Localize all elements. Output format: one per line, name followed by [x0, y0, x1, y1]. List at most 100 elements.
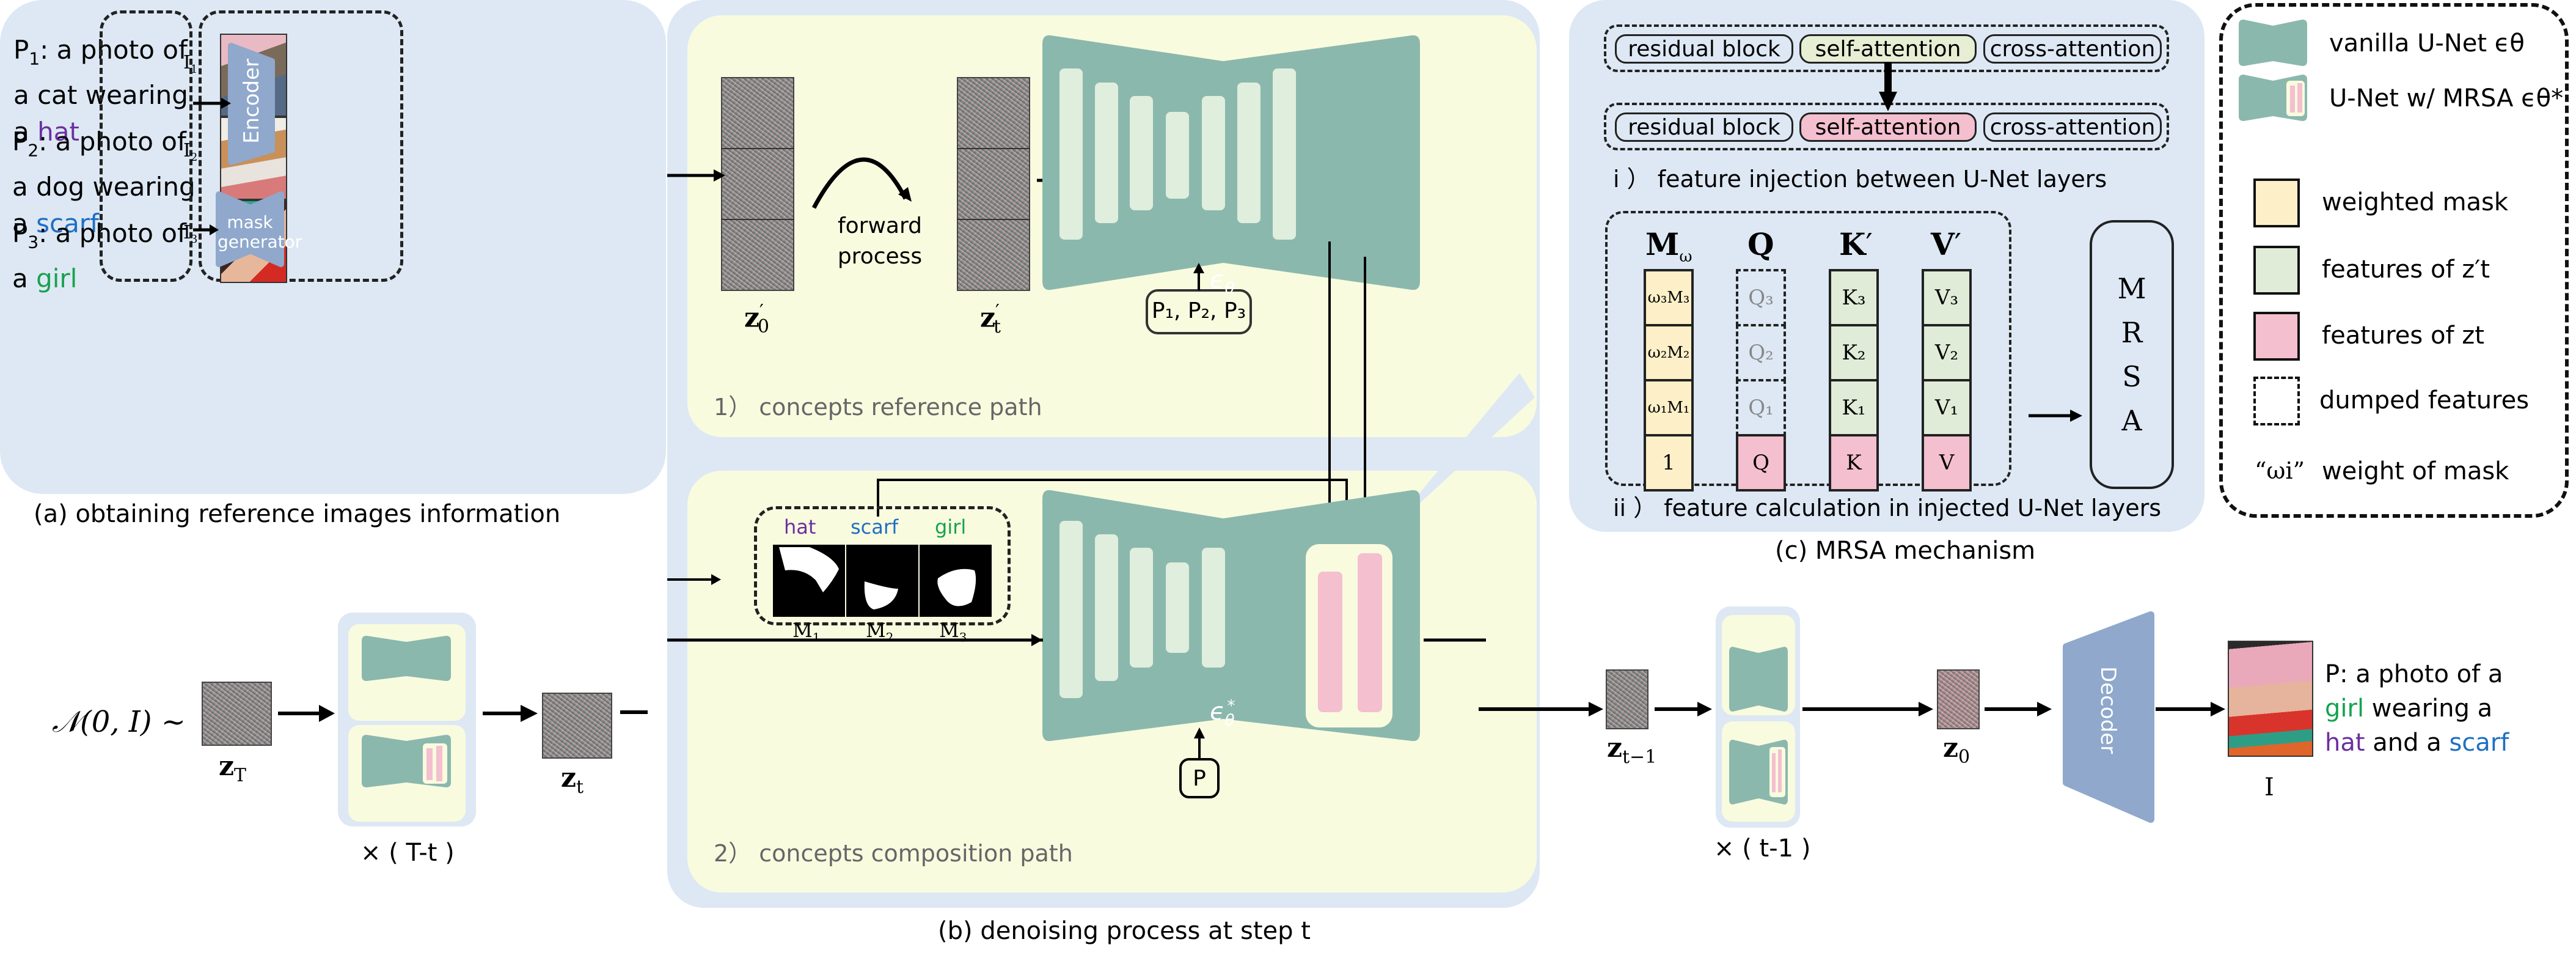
latent-divider: [721, 219, 794, 220]
arrowhead-icon: [319, 705, 335, 722]
legend-swatch-weighted-mask: [2253, 179, 2300, 227]
image-label-i1: I1: [183, 52, 198, 76]
column-header-v: V′: [1931, 226, 1962, 262]
caption-b: (b) denoising process at step t: [938, 917, 1311, 945]
latent-zT: [202, 682, 272, 746]
output-prompt: P: a photo of a girl wearing a hat and a…: [2325, 660, 2509, 757]
mini-unet-icon: [1729, 647, 1788, 712]
output-image: [2228, 641, 2313, 757]
legend-label-vanilla-unet: vanilla U-Net ϵθ: [2329, 29, 2525, 57]
cell-v1: V₁: [1922, 379, 1972, 436]
mrsa-box: M R S A: [2090, 220, 2174, 489]
mrsa-letter: M: [2117, 272, 2146, 305]
calculation-title: ii ） feature calculation in injected U-N…: [1613, 495, 2162, 521]
prompts-box-text: P₁, P₂, P₃: [1151, 298, 1246, 323]
caption-a: (a) obtaining reference images informati…: [34, 500, 561, 528]
arrowhead-icon: [2037, 702, 2052, 716]
encoder-label: Encoder: [240, 58, 264, 144]
label-z0-prime: z′0: [744, 301, 769, 338]
feature-calculation-group: [1605, 211, 2011, 486]
cell-w3m3: ω₃M₃: [1644, 269, 1694, 326]
cell-k2: K₂: [1829, 324, 1879, 381]
cell-v2: V₂: [1922, 324, 1972, 381]
unet-composition-label: ϵθ*: [1210, 697, 1235, 730]
mask-concept-girl: girl: [935, 515, 967, 539]
prompt-p3: P3: a photo of a girl: [12, 218, 186, 294]
encoder-shape: [228, 43, 275, 165]
self-attention-bottom: self-attention: [1799, 112, 1977, 142]
arrowhead-icon: [1194, 727, 1205, 738]
legend-label-omega: weight of mask: [2322, 457, 2509, 485]
bottom-flow-shapes: [278, 611, 2225, 823]
cell-v: V: [1922, 434, 1972, 492]
reference-path-title: 1） concepts reference path: [714, 394, 1042, 421]
decoder-shape: [2063, 611, 2154, 823]
unet-block: [1130, 548, 1153, 668]
mrsa-letter: A: [2121, 404, 2142, 437]
arrowhead-icon: [521, 705, 538, 722]
forward-process-arrow: [811, 157, 908, 209]
label-zt: zt: [561, 762, 584, 798]
legend-swatch-zt-prime: [2253, 246, 2300, 295]
legend-label-dumped: dumped features: [2319, 386, 2530, 414]
unet-block: [1237, 83, 1261, 223]
label-z0: z0: [1943, 732, 1970, 768]
repeat-label-2: × ( t-1 ): [1714, 834, 1811, 863]
unet-block: [1202, 96, 1225, 210]
mask-concept-hat: hat: [784, 515, 816, 539]
panel-b-shapes: [667, 35, 1535, 798]
concept-scarf: scarf: [36, 208, 99, 239]
legend-unet-icon: [2239, 20, 2307, 66]
cross-attention-bottom: cross-attention: [1983, 112, 2162, 142]
cross-attention-top: cross-attention: [1983, 34, 2162, 64]
unet-block: [1095, 534, 1118, 681]
output-concept-hat: hat: [2325, 729, 2365, 757]
legend-label-zt-prime: features of z′t: [2322, 256, 2490, 284]
unet-block: [1202, 548, 1225, 668]
unet-block: [1059, 521, 1083, 698]
output-concept-girl: girl: [2325, 694, 2365, 723]
latent-zt-minus-1: [1606, 669, 1648, 729]
composition-path-title: 2） concepts composition path: [714, 840, 1073, 867]
legend-label-weighted-mask: weighted mask: [2322, 188, 2509, 216]
label-zt-prime: z′t: [980, 301, 1001, 338]
latent-divider: [957, 219, 1030, 220]
unet-block: [1059, 68, 1083, 240]
prompt-p2-block: P2: a photo of a dog wearing a scarf: [12, 127, 196, 239]
unet-composition-blocks: [1059, 521, 1225, 698]
reference-images-dashed-box: [199, 10, 403, 282]
cell-k1: K₁: [1829, 379, 1879, 436]
label-zT: zT: [219, 751, 247, 786]
forward-process-label: forward process: [837, 213, 923, 269]
unet-block: [1166, 112, 1189, 199]
arrowhead-icon: [1031, 634, 1042, 646]
arrowhead-icon: [1193, 263, 1204, 273]
latent-z0-prime: [721, 77, 794, 291]
label-zt-minus-1: zt−1: [1607, 732, 1657, 768]
arrowhead-icon: [711, 574, 721, 585]
legend-label-zt: features of zt: [2322, 322, 2484, 350]
mask-label-m2: M2: [866, 619, 894, 645]
mrsa-letter: S: [2122, 360, 2142, 393]
column-header-k: K′: [1839, 226, 1873, 262]
reference-images-group: [100, 10, 192, 282]
latent-z0: [1937, 669, 1980, 729]
injection-arrow: [1879, 62, 1897, 111]
cell-q1: Q₁: [1736, 379, 1786, 436]
unet-reference-blocks: [1059, 68, 1296, 240]
cell-k3: K₃: [1829, 269, 1879, 326]
legend-swatch-zt: [2253, 312, 2300, 361]
output-label: I: [2264, 773, 2274, 801]
legend-label-unet-mrsa: U-Net w/ MRSA ϵθ*: [2329, 84, 2564, 112]
injection-title: i ） feature injection between U-Net laye…: [1613, 166, 2107, 193]
arrowhead-icon: [210, 224, 219, 235]
cell-q3: Q₃: [1736, 269, 1786, 326]
masks-group: [754, 506, 1011, 625]
arrowhead-icon: [714, 169, 725, 182]
unet-reference-label: ϵθ: [1210, 266, 1235, 298]
output-concept-scarf: scarf: [2449, 729, 2509, 757]
unet-block: [1166, 562, 1189, 653]
unet-block: [1095, 83, 1118, 223]
mask-label-m3: M3: [939, 619, 967, 645]
latent-zt: [542, 693, 612, 759]
